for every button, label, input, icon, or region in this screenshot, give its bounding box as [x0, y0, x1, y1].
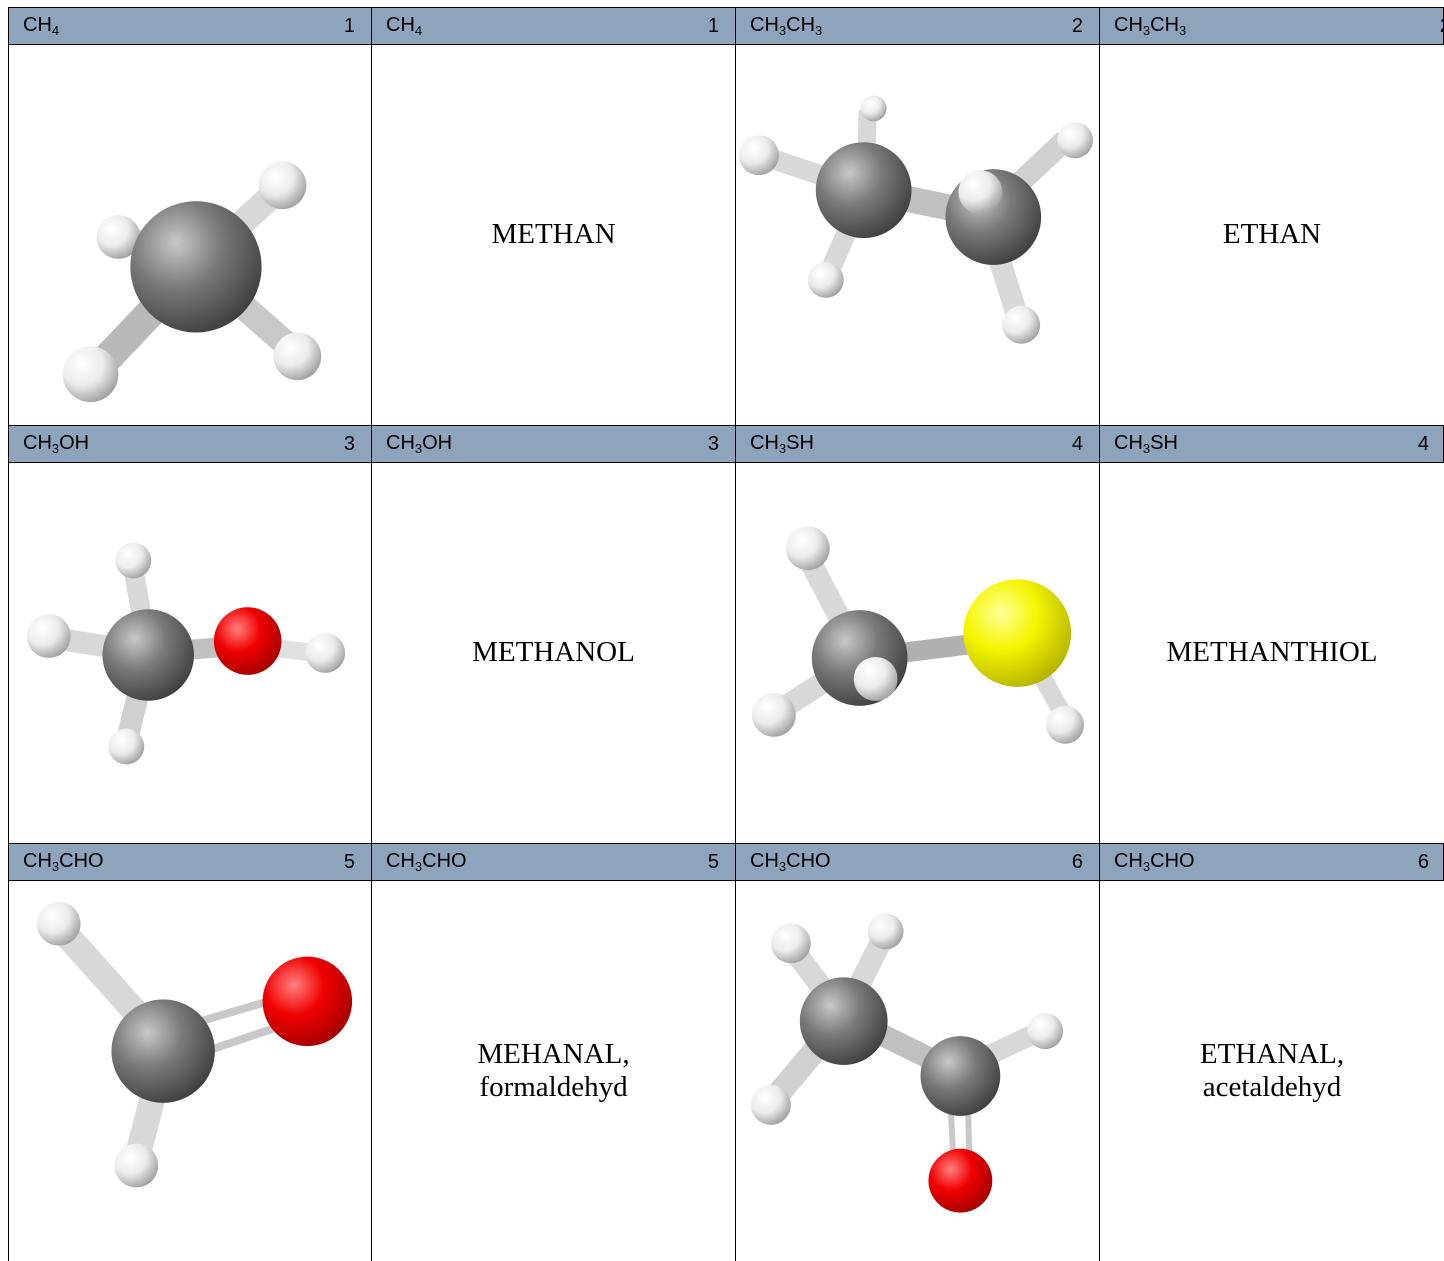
hydrogen-atom	[867, 913, 904, 950]
header-cell: CH3OH 3	[8, 425, 372, 463]
molecule-number: 6	[1071, 850, 1083, 873]
model-cell-methane	[8, 45, 372, 425]
name-cell: METHAN	[372, 45, 736, 425]
molecule-number: 4	[1071, 432, 1083, 455]
molecule-number: 1	[343, 14, 355, 37]
hydrogen-atom	[1027, 1013, 1064, 1050]
molecule-name: METHAN	[491, 218, 616, 251]
hydrogen-atom	[853, 656, 898, 701]
methanethiol-model	[751, 526, 1085, 744]
header-cell: CH4 1	[8, 7, 372, 45]
model-cell-ethane	[736, 45, 1100, 425]
carbon-atom	[111, 999, 215, 1103]
header-cell: CH3SH 4	[1100, 425, 1444, 463]
hydrogen-atom	[305, 633, 346, 673]
model-cell-methanol	[8, 463, 372, 843]
formula: CH3CHO	[1114, 850, 1195, 874]
hydrogen-atom	[750, 1084, 791, 1125]
hydrogen-atom	[958, 170, 1003, 215]
formula: CH3CHO	[386, 850, 467, 874]
methane-model	[62, 161, 322, 403]
header-cell: CH3CHO 6	[1100, 843, 1444, 881]
carbon-atom	[815, 142, 912, 238]
formula: CH3CHO	[23, 850, 104, 874]
hydrogen-atom	[114, 1143, 159, 1188]
hydrogen-atom	[62, 346, 119, 403]
molecule-table: CH4 1 CH4 1 CH3CH3 2 CH3CH3 2 METHAN	[8, 7, 1444, 1261]
header-cell: CH3CH3 2	[1100, 7, 1444, 45]
name-cell: ETHANAL,acetaldehyd	[1100, 881, 1444, 1261]
molecule-number: 3	[343, 432, 355, 455]
molecule-name: METHANTHIOL	[1166, 636, 1378, 669]
ethane-model	[738, 95, 1094, 344]
molecule-name: MEHANAL,formaldehyd	[477, 1037, 630, 1103]
hydrogen-atom	[36, 901, 81, 946]
header-cell: CH3OH 3	[372, 425, 736, 463]
header-cell: CH4 1	[372, 7, 736, 45]
molecule-number: 2	[1071, 14, 1083, 37]
hydrogen-atom	[770, 923, 811, 964]
model-cell-formaldehyde	[8, 881, 372, 1261]
hydrogen-atom	[115, 542, 152, 579]
hydrogen-atom	[860, 95, 887, 122]
carbon-atom	[102, 609, 194, 701]
name-cell: MEHANAL,formaldehyd	[372, 881, 736, 1261]
hydrogen-atom	[108, 728, 145, 765]
header-cell: CH3CH3 2	[736, 7, 1100, 45]
hydrogen-atom	[96, 215, 141, 259]
molecule-number: 5	[707, 850, 719, 873]
header-cell: CH3CHO 5	[372, 843, 736, 881]
name-cell: ETHAN	[1100, 45, 1444, 425]
hydrogen-atom	[785, 526, 830, 571]
sulfur-atom	[963, 579, 1072, 687]
molecule-number: 1	[707, 14, 719, 37]
hydrogen-atom	[751, 692, 796, 737]
carbon-atom	[799, 977, 888, 1066]
formaldehyde-model	[36, 901, 353, 1188]
hydrogen-atom	[1046, 705, 1085, 744]
molecule-name: METHANOL	[472, 636, 635, 669]
formula: CH3SH	[750, 432, 814, 456]
oxygen-atom	[213, 607, 282, 675]
header-cell: CH3SH 4	[736, 425, 1100, 463]
molecule-number: 2	[1440, 15, 1444, 38]
model-cell-acetaldehyde	[736, 881, 1100, 1261]
molecule-name: ETHANAL,acetaldehyd	[1199, 1037, 1345, 1103]
formula: CH3OH	[386, 432, 453, 456]
hydrogen-atom	[1057, 122, 1094, 159]
oxygen-atom	[262, 956, 353, 1047]
formula: CH3SH	[1114, 432, 1178, 456]
methanol-model	[26, 542, 346, 765]
formula: CH3CH3	[1114, 14, 1187, 38]
hydrogen-atom	[26, 614, 71, 658]
molecule-number: 4	[1417, 432, 1429, 455]
hydrogen-atom	[258, 161, 307, 210]
acetaldehyde-model	[750, 913, 1064, 1213]
formula: CH4	[23, 14, 60, 38]
formula: CH3CHO	[750, 850, 831, 874]
model-cell-methanethiol	[736, 463, 1100, 843]
molecule-number: 3	[707, 432, 719, 455]
hydrogen-atom	[807, 261, 844, 298]
name-cell: METHANOL	[372, 463, 736, 843]
oxygen-atom	[928, 1148, 993, 1213]
molecule-number: 5	[343, 850, 355, 873]
name-cell: METHANTHIOL	[1100, 463, 1444, 843]
header-cell: CH3CHO 5	[8, 843, 372, 881]
header-cell: CH3CHO 6	[736, 843, 1100, 881]
formula: CH4	[386, 14, 423, 38]
molecule-name: ETHAN	[1222, 218, 1322, 251]
formula: CH3OH	[23, 432, 90, 456]
hydrogen-atom	[273, 332, 322, 381]
hydrogen-atom	[1002, 305, 1041, 344]
formula: CH3CH3	[750, 14, 823, 38]
molecule-number: 6	[1417, 850, 1429, 873]
hydrogen-atom	[738, 135, 779, 176]
carbon-atom	[130, 201, 262, 333]
carbon-atom	[920, 1036, 1001, 1116]
